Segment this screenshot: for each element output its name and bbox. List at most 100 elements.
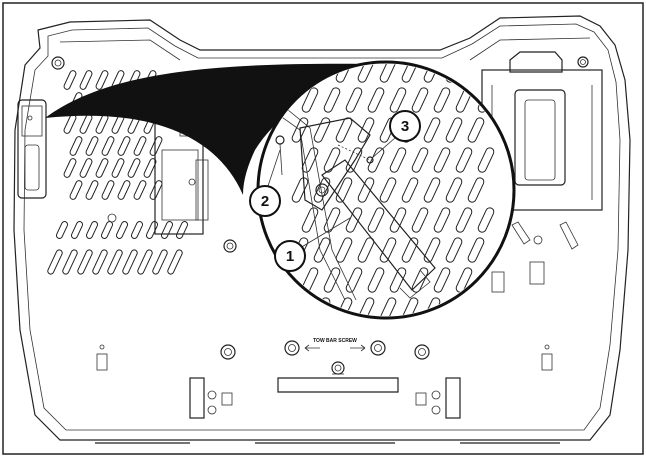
vent-slot	[455, 147, 473, 173]
vent-slot	[313, 177, 331, 203]
vent-slot	[401, 177, 419, 203]
vent-slot	[79, 158, 93, 178]
vent-slot	[433, 267, 451, 293]
vent-slot	[411, 147, 429, 173]
top-rail-right	[469, 37, 591, 61]
vent-slot	[335, 177, 353, 203]
vent-slot	[152, 249, 168, 275]
vent-slot	[445, 117, 463, 143]
vent-slot	[467, 117, 485, 143]
vent-slot	[467, 177, 485, 203]
vent-slot	[455, 267, 473, 293]
vent-slot	[63, 70, 77, 90]
top-rail-left	[59, 39, 181, 61]
vent-slot	[445, 177, 463, 203]
vent-slot	[101, 136, 115, 156]
vent-slot	[467, 237, 485, 263]
vent-slot	[379, 297, 397, 316]
vent-slot	[107, 249, 123, 275]
vent-slot	[379, 237, 397, 263]
vent-slot	[445, 237, 463, 263]
tow-bar-screw-label: TOW BAR SCREW	[313, 338, 357, 344]
vent-slot	[367, 87, 385, 113]
vent-slot	[389, 87, 407, 113]
lower-left-bracket	[189, 377, 233, 419]
vent-slot	[455, 207, 473, 233]
vent-slot	[115, 221, 129, 239]
side-marks	[96, 344, 553, 371]
left-hinge-bracket	[17, 99, 47, 199]
vent-slot	[85, 136, 99, 156]
vent-slot	[389, 147, 407, 173]
vent-slot	[433, 147, 451, 173]
vent-slot	[379, 64, 397, 83]
tow-arrow-left	[304, 344, 320, 352]
vent-slot	[433, 87, 451, 113]
vent-slot	[313, 117, 331, 143]
vent-slot	[77, 249, 93, 275]
vent-slot	[47, 249, 63, 275]
vent-slot	[357, 64, 375, 83]
vent-slot	[423, 177, 441, 203]
vent-slot	[85, 180, 99, 200]
vent-slot	[95, 158, 109, 178]
vent-slot	[62, 249, 78, 275]
bumper-outline	[13, 15, 631, 441]
vent-slot	[70, 221, 84, 239]
vent-slot	[117, 180, 131, 200]
vent-slot	[92, 249, 108, 275]
callout-1-number: 1	[286, 248, 294, 265]
vent-slot	[313, 237, 331, 263]
vent-slot	[411, 87, 429, 113]
vent-slot	[167, 249, 183, 275]
vent-slot	[367, 207, 385, 233]
vent-slot	[133, 180, 147, 200]
lower-right-bracket	[415, 377, 461, 419]
callout-3: 3	[371, 110, 421, 159]
vent-slot	[117, 136, 131, 156]
vent-slot	[63, 158, 77, 178]
vent-slot	[137, 249, 153, 275]
vent-slot	[345, 87, 363, 113]
vent-slot	[127, 158, 141, 178]
vent-slot	[401, 237, 419, 263]
lower-bolts	[220, 340, 430, 360]
callout-3-number: 3	[401, 118, 409, 135]
vent-slot	[401, 64, 419, 83]
vent-slot	[411, 207, 429, 233]
vent-slot	[423, 237, 441, 263]
vent-slot	[477, 147, 495, 173]
vent-slot	[85, 221, 99, 239]
vent-slot	[149, 180, 163, 200]
slot-grid-lower	[47, 221, 189, 275]
vent-slot	[389, 267, 407, 293]
vent-slot	[389, 207, 407, 233]
vent-slot	[95, 70, 109, 90]
vent-slot	[69, 136, 83, 156]
vent-slot	[69, 180, 83, 200]
callout-2: 2	[249, 149, 281, 217]
vent-slot	[335, 237, 353, 263]
vent-slot	[357, 297, 375, 316]
vent-slot	[401, 297, 419, 316]
vent-slot	[367, 267, 385, 293]
bolt-top-left	[51, 56, 65, 70]
vent-slot	[345, 267, 363, 293]
tow-arrow-right	[350, 344, 366, 352]
vent-slot	[323, 87, 341, 113]
vent-slot	[345, 207, 363, 233]
vent-slot	[55, 221, 69, 239]
right-lower-marks	[491, 221, 579, 293]
vent-slot	[301, 87, 319, 113]
vent-slot	[357, 177, 375, 203]
bumper-inner-outline	[23, 23, 621, 431]
vent-slot	[122, 249, 138, 275]
vent-slot	[433, 207, 451, 233]
vent-slot	[79, 70, 93, 90]
vent-slot	[133, 136, 147, 156]
callout-1: 1	[274, 217, 351, 272]
tow-hook-cover	[277, 361, 399, 393]
vent-slot	[111, 158, 125, 178]
